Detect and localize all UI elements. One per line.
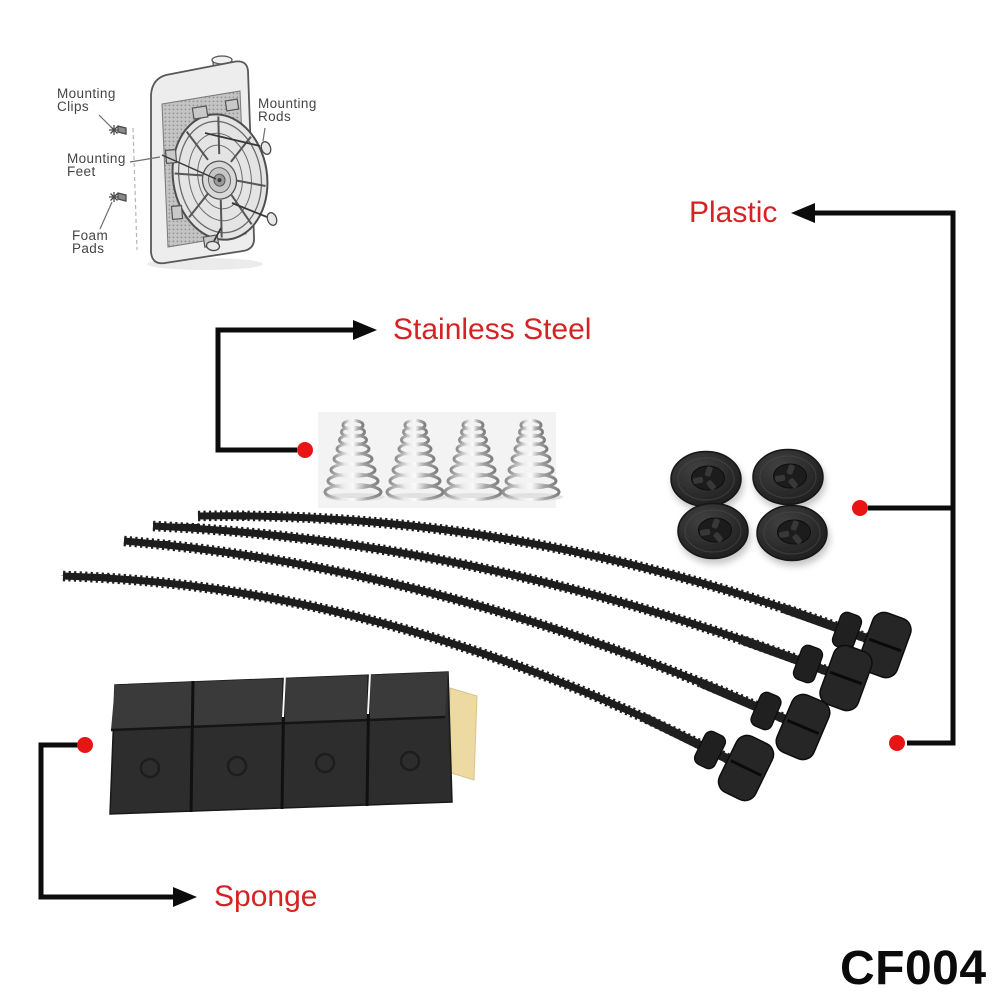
diagram-mounting-rods: [161, 132, 268, 242]
sponge-callout-line: [38, 742, 173, 900]
product-code: CF004: [840, 942, 987, 995]
foam-pads-photo: [109, 671, 478, 815]
mounting-discs-photo: [670, 448, 828, 562]
stainless-arrowhead-icon: [353, 320, 377, 340]
diagram-leader-lines: [98, 114, 266, 230]
mounting-rods-label: Mounting Rods: [258, 96, 317, 124]
radiator-fan-diagram: [98, 55, 278, 270]
plastic-disc: [756, 504, 828, 562]
plastic-callout-line: [806, 210, 956, 746]
diagram-rod-caps: [205, 141, 278, 252]
foam-strip-top-face: [111, 672, 448, 730]
rod-heads: [717, 611, 912, 802]
sponge-label: Sponge: [214, 880, 318, 913]
mounting-feet-label: Mounting Feet: [67, 151, 126, 179]
mounting-rods-label-line1: Mounting: [258, 96, 317, 111]
plastic-arrowhead-icon: [791, 203, 815, 223]
plastic-dot-discs: [852, 500, 868, 516]
sponge-dot-foam: [77, 737, 93, 753]
mounting-plane-line: [132, 127, 138, 251]
mounting-clips-label: Mounting Clips: [57, 86, 116, 114]
foam-pads-label-line2: Pads: [72, 240, 105, 256]
mounting-rods-label-line2: Rods: [258, 108, 292, 124]
springs-photo: [318, 412, 565, 508]
foam-pads-label: Foam Pads: [72, 228, 109, 256]
mounting-clips-label-line1: Mounting: [57, 86, 116, 101]
plastic-dot-rods: [889, 735, 905, 751]
fan-spokes: [174, 116, 266, 238]
adhesive-backing: [447, 687, 478, 781]
plastic-disc: [752, 448, 824, 506]
mounting-feet-label-line1: Mounting: [67, 151, 126, 166]
plastic-disc: [670, 450, 742, 508]
diagram-clip-symbols: [109, 125, 127, 202]
foam-pads-label-line1: Foam: [72, 228, 109, 243]
stainless-callout-line: [215, 327, 354, 453]
foam-gap-highlights: [282, 671, 371, 718]
stainless-steel-label: Stainless Steel: [393, 313, 592, 346]
callout-arrows: [38, 203, 956, 907]
fan-hub: [217, 178, 222, 183]
plastic-label: Plastic: [689, 196, 778, 229]
mounting-feet-label-line2: Feet: [67, 163, 96, 179]
rod-collars: [693, 611, 863, 770]
foam-pad-dimples: [139, 750, 421, 779]
stainless-dot-springs: [297, 442, 313, 458]
plastic-disc: [677, 502, 749, 560]
mounting-clips-label-line2: Clips: [57, 98, 90, 114]
sponge-arrowhead-icon: [173, 887, 197, 907]
mounting-rods-photo: [60, 510, 912, 802]
